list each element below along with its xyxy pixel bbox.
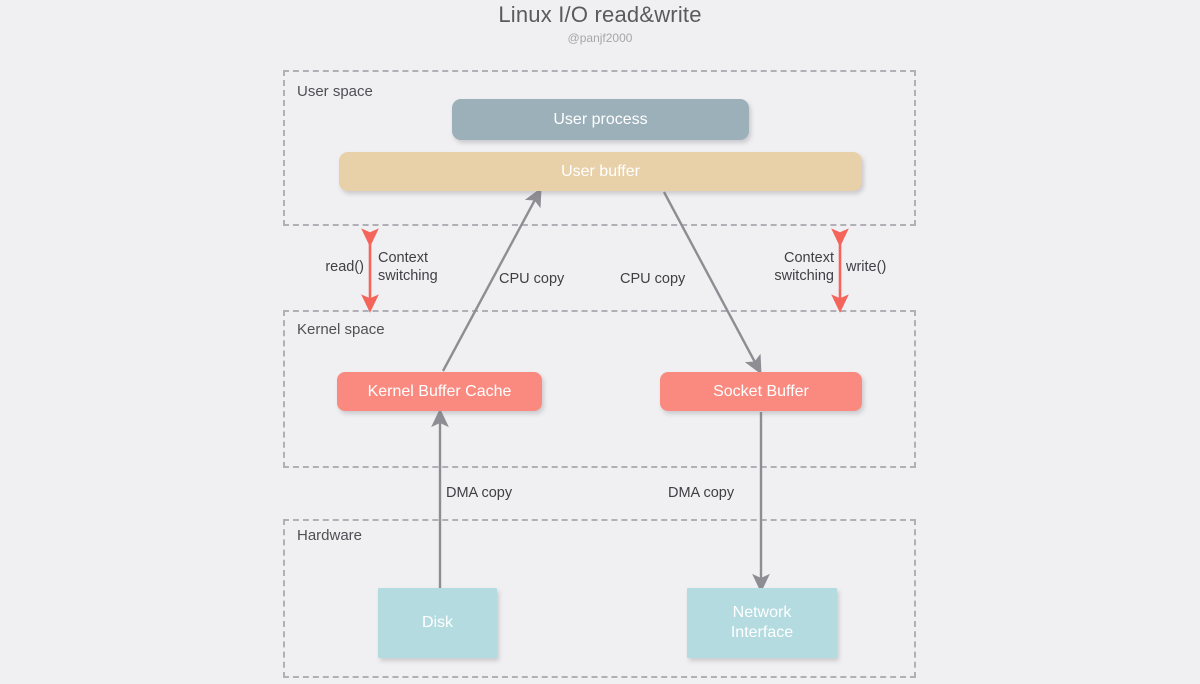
edge-label-read-syscall: read()	[325, 259, 364, 275]
layer-label-kernel-space: Kernel space	[297, 321, 385, 338]
edge-label-cpu-copy-right: CPU copy	[620, 271, 686, 287]
layer-label-user-space: User space	[297, 83, 373, 100]
edge-label-context-switching-left: Context switching	[378, 250, 438, 285]
page-title: Linux I/O read&write	[498, 2, 702, 27]
node-user-buffer[interactable]: User buffer	[339, 152, 862, 191]
edge-label-cpu-copy-left: CPU copy	[499, 271, 565, 287]
edge-label-write-syscall: write()	[846, 259, 887, 275]
node-socket-buffer[interactable]: Socket Buffer	[660, 372, 862, 411]
layer-hardware	[283, 519, 916, 678]
node-disk[interactable]: Disk	[378, 588, 497, 658]
node-network-interface[interactable]: Network Interface	[687, 588, 837, 658]
node-kernel-buffer-cache[interactable]: Kernel Buffer Cache	[337, 372, 542, 411]
edge-label-dma-copy-right: DMA copy	[668, 485, 735, 501]
node-user-process[interactable]: User process	[452, 99, 749, 140]
layer-user-space	[283, 70, 916, 226]
edge-label-dma-copy-left: DMA copy	[446, 485, 513, 501]
edge-label-context-switching-right: Context switching	[774, 250, 834, 285]
page-subtitle: @panjf2000	[567, 31, 633, 45]
layer-kernel-space	[283, 310, 916, 468]
layer-label-hardware: Hardware	[297, 527, 363, 544]
